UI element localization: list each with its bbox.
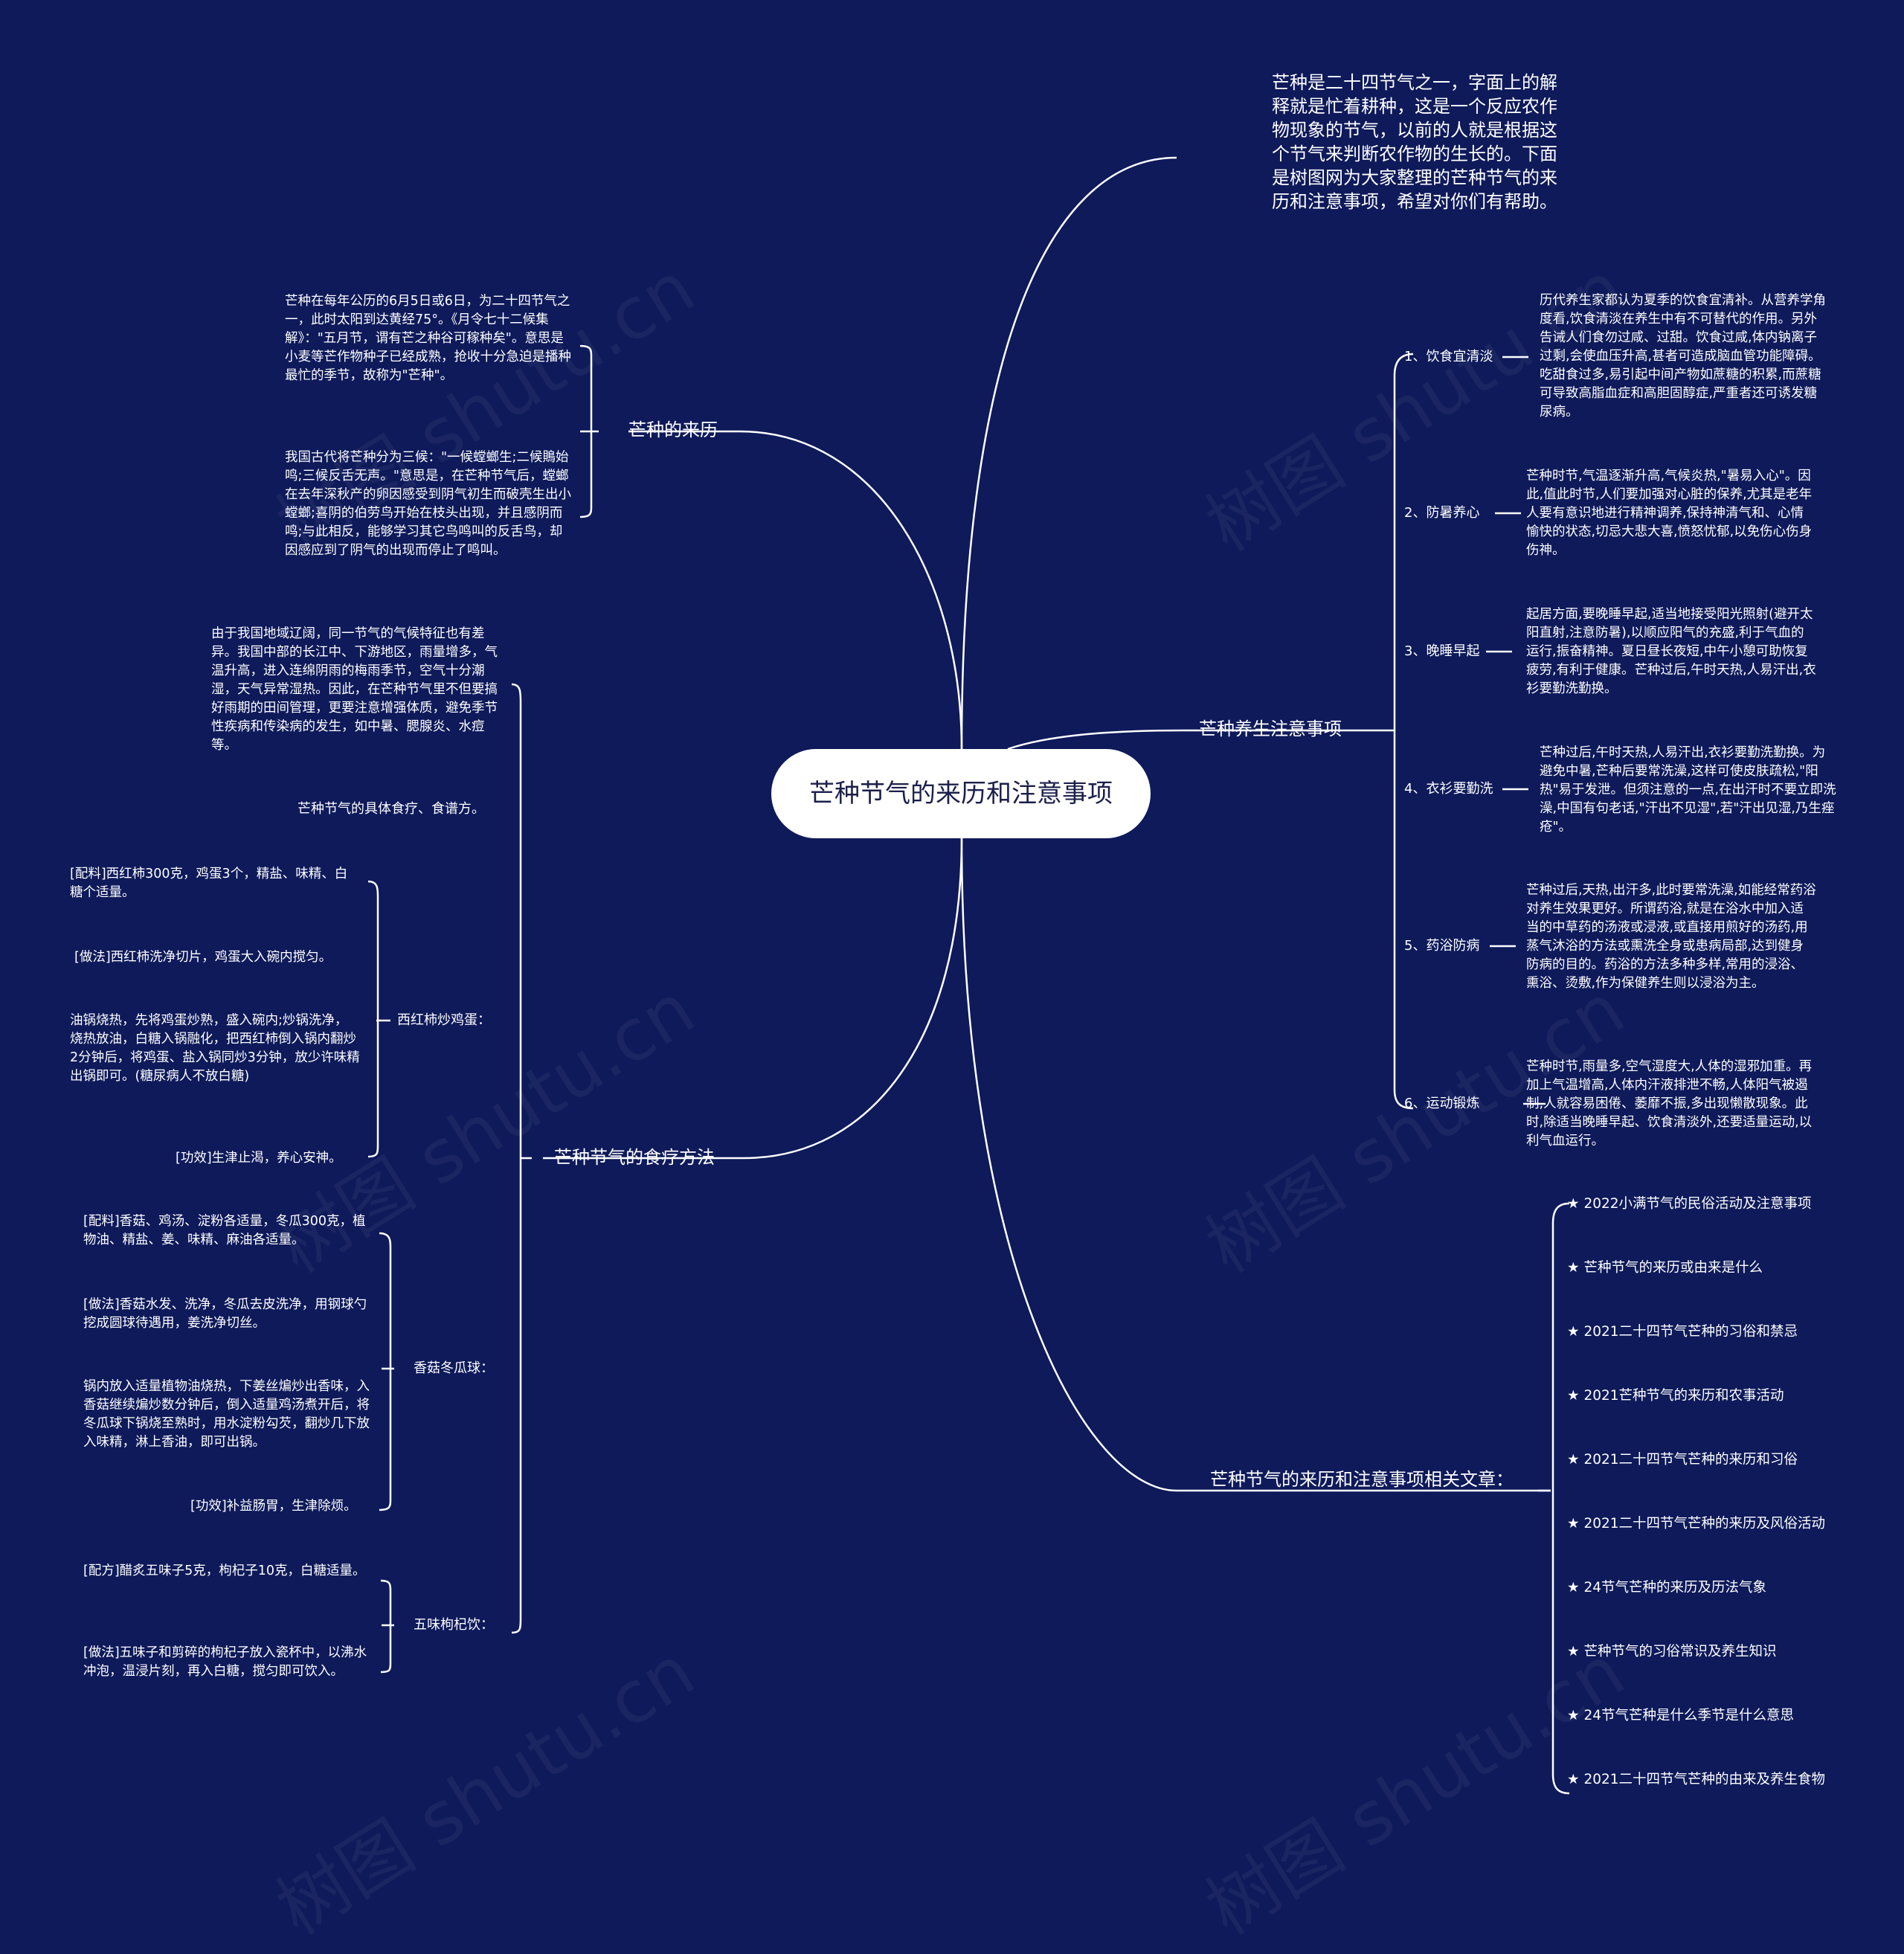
care-item-text: 芒种时节,雨量多,空气湿度大,人体的湿邪加重。再加上气温增高,人体内汗液排泄不畅… xyxy=(1526,1059,1813,1148)
recipe-item: [功效]补益肠胃，生津除烦。 xyxy=(190,1499,357,1514)
care-item-text: 芒种时节,气温逐渐升高,气候炎热,"暑易入心"。因此,值此时节,人们要加强对心脏… xyxy=(1526,469,1813,558)
bracket-origin xyxy=(579,344,599,518)
related-article-link[interactable]: ★ 2021二十四节气芒种的由来及养生食物 xyxy=(1567,1772,1826,1787)
recipe-item: 锅内放入适量植物油烧热，下姜丝煸炒出香味，入香菇继续煸炒数分钟后，倒入适量鸡汤煮… xyxy=(83,1379,370,1450)
connector-root-intro xyxy=(960,156,1177,750)
bracket-diet xyxy=(511,683,532,1634)
recipe-item: [做法]西红柿洗净切片，鸡蛋大入碗内搅匀。 xyxy=(74,950,332,965)
bracket-recipe-3 xyxy=(380,1579,394,1674)
connector-lines xyxy=(367,156,1570,1795)
recipe-item: [做法]香菇水发、洗净，冬瓜去皮洗净，用钢球勺挖成圆球待遇用，姜洗净切丝。 xyxy=(83,1297,367,1331)
origin-item: 我国古代将芒种分为三候："一候螳螂生;二候鵙始鸣;三候反舌无声。"意思是，在芒种… xyxy=(285,450,571,558)
connector-root-origin xyxy=(739,430,963,750)
recipe-item: [功效]生津止渴，养心安神。 xyxy=(176,1151,342,1166)
recipe-name[interactable]: 香菇冬瓜球： xyxy=(414,1360,494,1376)
related-article-link[interactable]: ★ 2021二十四节气芒种的来历和习俗 xyxy=(1567,1452,1798,1468)
recipe-item: [配料]香菇、鸡汤、淀粉各适量，冬瓜300克，植物油、精盐、姜、味精、麻油各适量… xyxy=(83,1214,366,1247)
diet-intro: 由于我国地域辽阔，同一节气的气候特征也有差异。我国中部的长江中、下游地区，雨量增… xyxy=(211,626,498,753)
root-node[interactable]: 芒种节气的来历和注意事项 xyxy=(771,749,1151,838)
care-item-text: 历代养生家都认为夏季的饮食宜清补。从营养学角度看,饮食清淡在养生中有不可替代的作… xyxy=(1540,293,1826,420)
care-item-label[interactable]: 4、衣衫要勤洗 xyxy=(1404,781,1493,797)
care-item-label[interactable]: 6、运动锻炼 xyxy=(1404,1096,1480,1111)
diet-recipes-label: 芒种节气的具体食疗、食谱方。 xyxy=(298,801,485,817)
recipe-item: 油锅烧热，先将鸡蛋炒熟，盛入碗内;炒锅洗净，烧热放油，白糖入锅融化，把西红柿倒入… xyxy=(70,1013,360,1084)
care-item-text: 芒种过后,午时天热,人易汗出,衣衫要勤洗勤换。为避免中暑,芒种后要常洗澡,这样可… xyxy=(1540,745,1836,835)
origin-item: 芒种在每年公历的6月5日或6日，为二十四节气之一，此时太阳到达黄经75°。《月令… xyxy=(285,294,571,383)
related-article-link[interactable]: ★ 2021二十四节气芒种的来历及风俗活动 xyxy=(1567,1516,1826,1532)
related-branch[interactable]: 芒种节气的来历和注意事项相关文章： xyxy=(1210,1469,1514,1490)
intro-text: 芒种是二十四节气之一，字面上的解释就是忙着耕种，这是一个反应农作物现象的节气，以… xyxy=(1272,72,1557,212)
bracket-related xyxy=(1538,1202,1570,1795)
diet-branch[interactable]: 芒种节气的食疗方法 xyxy=(554,1147,715,1168)
related-article-link[interactable]: ★ 24节气芒种是什么季节是什么意思 xyxy=(1567,1708,1795,1723)
related-article-link[interactable]: ★ 24节气芒种的来历及历法气象 xyxy=(1567,1580,1767,1595)
recipe-item: [做法]五味子和剪碎的枸杞子放入瓷杯中，以沸水冲泡，温浸片刻，再入白糖，搅匀即可… xyxy=(83,1645,367,1679)
related-article-link[interactable]: ★ 芒种节气的来历或由来是什么 xyxy=(1567,1260,1763,1276)
related-article-link[interactable]: ★ 2022小满节气的民俗活动及注意事项 xyxy=(1567,1196,1812,1212)
related-article-link[interactable]: ★ 芒种节气的习俗常识及养生知识 xyxy=(1567,1644,1777,1659)
care-item-label[interactable]: 5、药浴防病 xyxy=(1404,938,1480,954)
recipe-item: [配料]西红柿300克，鸡蛋3个，精盐、味精、白糖个适量。 xyxy=(70,867,348,900)
connector-root-diet xyxy=(743,838,963,1160)
care-item-text: 起居方面,要晚睡早起,适当地接受阳光照射(避开太阳直射,注意防暑),以顺应阳气的… xyxy=(1526,607,1816,696)
connector-root-related xyxy=(960,838,1177,1492)
origin-branch[interactable]: 芒种的来历 xyxy=(628,420,718,440)
recipe-item: [配方]醋炙五味子5克，枸杞子10克，白糖适量。 xyxy=(83,1563,366,1578)
care-item-label[interactable]: 3、晚睡早起 xyxy=(1404,643,1480,659)
recipe-name[interactable]: 五味枸杞饮： xyxy=(414,1617,494,1633)
care-branch[interactable]: 芒种养生注意事项 xyxy=(1199,719,1342,739)
care-item-label[interactable]: 2、防暑养心 xyxy=(1404,505,1480,521)
bracket-recipe-1 xyxy=(367,880,390,1158)
bracket-recipe-2 xyxy=(379,1232,394,1511)
recipe-name[interactable]: 西红柿炒鸡蛋： xyxy=(397,1012,491,1028)
connector-root-care xyxy=(1007,729,1183,751)
care-item-label[interactable]: 1、饮食宜清淡 xyxy=(1404,349,1493,364)
bracket-care xyxy=(1380,353,1414,1110)
care-item-text: 芒种过后,天热,出汗多,此时要常洗澡,如能经常药浴对养生效果更好。所谓药浴,就是… xyxy=(1526,883,1816,991)
related-article-link[interactable]: ★ 2021二十四节气芒种的习俗和禁忌 xyxy=(1567,1324,1798,1340)
related-article-link[interactable]: ★ 2021芒种节气的来历和农事活动 xyxy=(1567,1388,1784,1404)
